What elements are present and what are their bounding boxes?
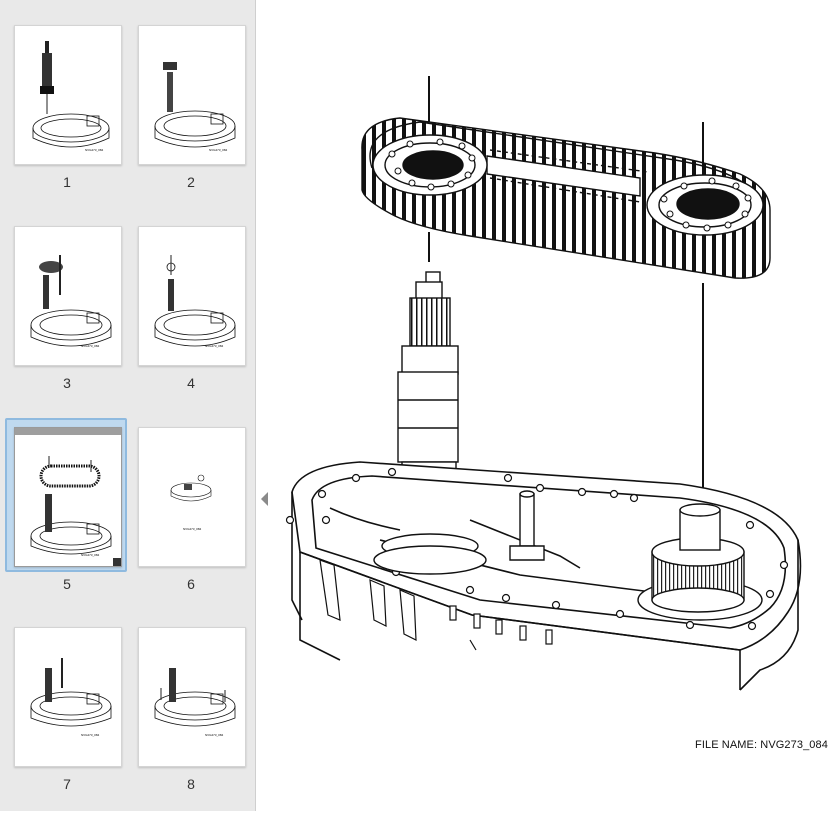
- thumbnail-image: NVG273_084: [14, 226, 122, 366]
- thumbnail-page-number: 1: [63, 174, 71, 190]
- resize-corner-icon: [113, 558, 121, 566]
- thumbnail-page-number: 8: [187, 776, 195, 792]
- page-view: [272, 0, 811, 811]
- thumbnail-page-number: 3: [63, 375, 71, 391]
- svg-text:NVG273_084: NVG273_084: [81, 733, 100, 737]
- svg-text:NVG273_084: NVG273_084: [205, 344, 224, 348]
- thumbnail-page-number: 2: [187, 174, 195, 190]
- thumbnail-image: NVG273_084: [138, 226, 246, 366]
- svg-text:NVG273_084: NVG273_084: [183, 527, 202, 531]
- thumbnail-page-number: 6: [187, 576, 195, 592]
- thumbnail-page-number: 7: [63, 776, 71, 792]
- thumbnail-sidebar: NVG273_084 1 NVG273_084 2: [0, 0, 256, 811]
- thumbnail-image: NVG273_084: [138, 627, 246, 767]
- thumbnail-image: NVG273_084: [14, 25, 122, 165]
- svg-text:NVG273_084: NVG273_084: [209, 148, 228, 152]
- collapse-sidebar-button[interactable]: [259, 490, 271, 508]
- svg-text:NVG273_084: NVG273_084: [81, 553, 100, 557]
- thumbnail-image: NVG273_084: [138, 25, 246, 165]
- triangle-left-icon: [261, 492, 268, 506]
- svg-text:NVG273_084: NVG273_084: [85, 148, 104, 152]
- thumbnail-image: NVG273_084: [14, 627, 122, 767]
- thumbnail-page-number: 5: [63, 576, 71, 592]
- thumbnail-image: NVG273_084: [138, 427, 246, 567]
- svg-text:NVG273_084: NVG273_084: [81, 344, 100, 348]
- thumbnail-header-bar: [15, 428, 121, 435]
- file-name-label: FILE NAME: NVG273_084: [695, 739, 828, 751]
- thumbnail-image: NVG273_084: [14, 427, 122, 567]
- svg-text:NVG273_084: NVG273_084: [205, 733, 224, 737]
- transfer-case-illustration: [285, 76, 802, 691]
- thumbnail-page-number: 4: [187, 375, 195, 391]
